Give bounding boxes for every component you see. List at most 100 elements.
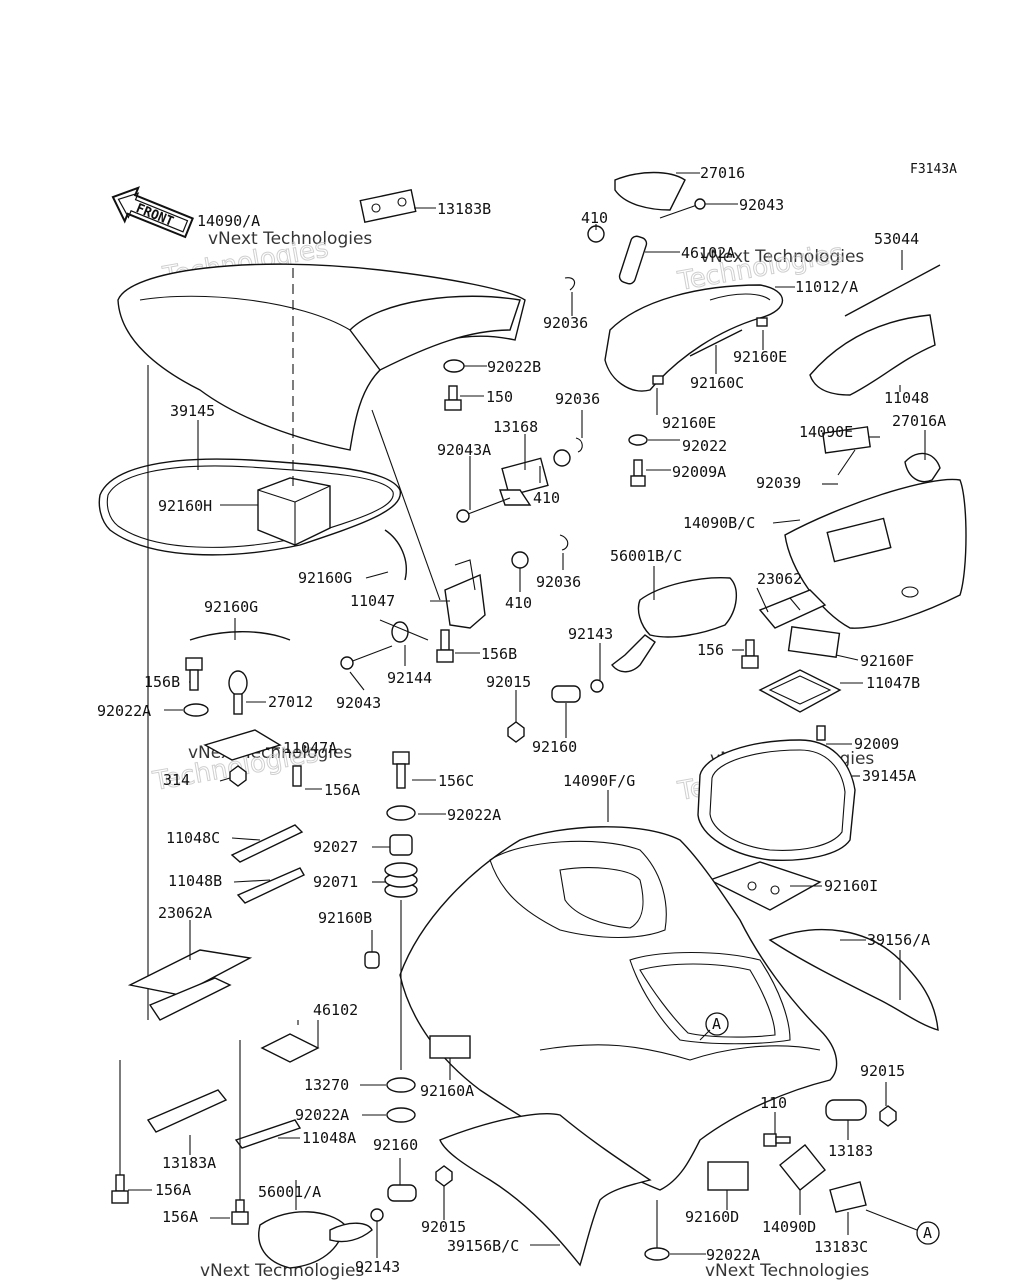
label-92071: 92071 (313, 873, 358, 891)
cover-27016 (614, 171, 686, 211)
nut-92015-c (879, 1105, 897, 1127)
washer-92022a (386, 805, 416, 821)
washer-92022a-left (183, 703, 209, 717)
bracket-13183b (359, 189, 417, 223)
bolt-92043a (456, 497, 511, 523)
label-92160e: 92160E (733, 348, 787, 366)
label-39145: 39145 (170, 402, 215, 420)
label-13270: 13270 (304, 1076, 349, 1094)
gasket-11047b (758, 669, 842, 713)
label-14090d: 14090D (762, 1218, 816, 1236)
washer-92022a-d (644, 1247, 670, 1261)
bolt-156b-left (185, 657, 203, 691)
label-92043: 92043 (336, 694, 381, 712)
callout-a-label: A (923, 1224, 932, 1242)
strip-11048c (230, 824, 304, 863)
label-92143: 92143 (355, 1258, 400, 1276)
label-92160d: 92160D (685, 1208, 739, 1226)
strip-92160c (689, 329, 743, 357)
label-11048c: 11048C (166, 829, 220, 847)
label-156b: 156B (481, 645, 517, 663)
bolt-92009 (816, 725, 826, 741)
bolt-156c (392, 751, 410, 789)
plate-13183c (829, 1181, 867, 1213)
bracket-14090d (779, 1144, 826, 1191)
gasket-39145 (98, 458, 401, 556)
label-92036: 92036 (536, 573, 581, 591)
label-92015: 92015 (860, 1062, 905, 1080)
bolt-156b (436, 629, 454, 663)
label-56001bc: 56001B/C (610, 547, 682, 565)
label-13183b: 13183B (437, 200, 491, 218)
mirror-56001bc (611, 577, 737, 673)
plate-92160-b (387, 1184, 417, 1202)
clip-92036 (564, 277, 576, 291)
watermark-text: vNext Technologies (700, 247, 864, 267)
label-13168: 13168 (493, 418, 538, 436)
label-314: 314 (163, 771, 190, 789)
label-92022a: 92022A (447, 806, 501, 824)
label-92036: 92036 (543, 314, 588, 332)
bolt-110 (763, 1133, 791, 1147)
pad-92160a (429, 1035, 471, 1059)
figure-code: F3143A (910, 162, 957, 177)
label-92144: 92144 (387, 669, 432, 687)
pad-92160e-b (652, 375, 664, 385)
label-11012a: 11012/A (795, 278, 858, 296)
cover-39156a (768, 928, 939, 1031)
wire-92039 (837, 449, 856, 476)
pad-14090e (822, 426, 871, 454)
frame-39145a (697, 739, 856, 862)
washer-92022b (443, 359, 465, 373)
bolt-156a-c (231, 1199, 249, 1225)
label-92160b: 92160B (318, 909, 372, 927)
label-150: 150 (486, 388, 513, 406)
washer-92022 (628, 434, 648, 446)
label-92009: 92009 (854, 735, 899, 753)
label-14090bc: 14090B/C (683, 514, 755, 532)
strip-11048b (236, 867, 305, 904)
label-23062: 23062 (757, 570, 802, 588)
label-39145a: 39145A (862, 767, 916, 785)
label-92036: 92036 (555, 390, 600, 408)
label-56001a: 56001/A (258, 1183, 321, 1201)
pad-92160h (257, 477, 331, 546)
label-92015: 92015 (486, 673, 531, 691)
bolt-156 (741, 639, 759, 669)
gasket-46102 (260, 1033, 320, 1063)
label-156c: 156C (438, 772, 474, 790)
label-92027: 92027 (313, 838, 358, 856)
label-92043: 92043 (739, 196, 784, 214)
clip-92036 (559, 534, 569, 551)
mirror-56001a (258, 1211, 373, 1269)
washer-13270 (386, 1077, 416, 1093)
washer-92022a-b (386, 1107, 416, 1123)
seat-latch-plate (349, 295, 521, 371)
spring-92144 (379, 619, 429, 643)
bolt-150 (444, 385, 462, 411)
label-11048: 11048 (884, 389, 929, 407)
nut-92143-b (370, 1208, 384, 1222)
bolt-92009a (630, 459, 646, 487)
lever-46102a (618, 235, 648, 285)
label-92039: 92039 (756, 474, 801, 492)
collar-92027 (389, 834, 413, 856)
pad-92160d (707, 1161, 749, 1191)
callout-a-marker: A (705, 1012, 729, 1036)
clip-92036 (575, 437, 583, 453)
nut-92015-b (435, 1165, 453, 1187)
label-53044: 53044 (874, 230, 919, 248)
label-27016: 27016 (700, 164, 745, 182)
panel-14090bc (784, 478, 967, 629)
pad-92160i (708, 861, 822, 911)
label-14090a: 14090/A (197, 212, 260, 230)
cover-39156bc (439, 1113, 652, 1267)
watermark-text: vNext Technologies (208, 229, 372, 249)
label-92160i: 92160I (824, 877, 878, 895)
label-92160e: 92160E (662, 414, 716, 432)
label-110: 110 (760, 1094, 787, 1112)
bolt-27012 (228, 670, 248, 715)
hinge-23062a (127, 949, 253, 1021)
label-156a: 156A (162, 1208, 198, 1226)
